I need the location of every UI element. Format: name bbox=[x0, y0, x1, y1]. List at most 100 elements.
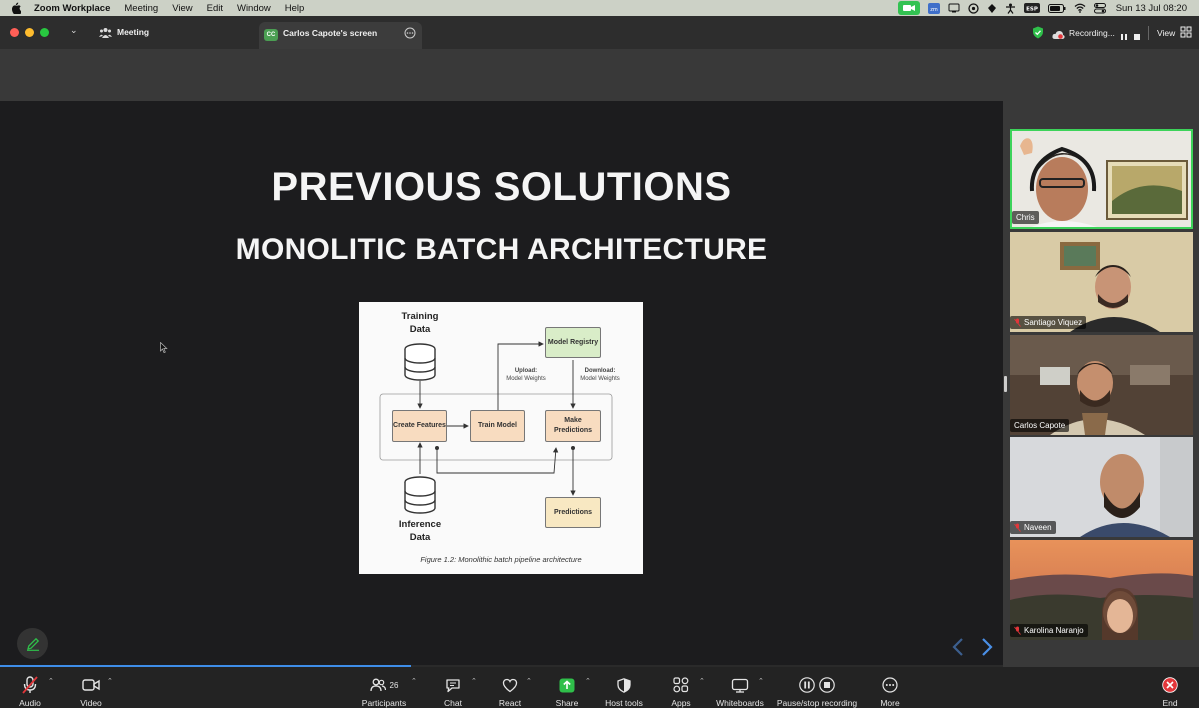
create-features-box: Create Features bbox=[392, 410, 447, 442]
pause-stop-recording-button[interactable]: Pause/stop recording bbox=[776, 667, 858, 708]
participant-name: Santiago Viquez bbox=[1024, 318, 1083, 327]
chat-button[interactable]: Chat bbox=[440, 667, 466, 708]
chevron-down-icon[interactable]: ⌄ bbox=[70, 25, 78, 35]
video-button[interactable]: Video bbox=[78, 667, 104, 708]
resize-handle[interactable] bbox=[1004, 376, 1007, 392]
apps-label: Apps bbox=[671, 698, 691, 708]
meeting-tab-label[interactable]: Meeting bbox=[117, 27, 150, 37]
svg-text:ESP: ESP bbox=[1026, 7, 1038, 13]
participant-tile-naveen[interactable]: Naveen bbox=[1010, 437, 1193, 537]
download-label: Download: bbox=[584, 368, 616, 374]
participants-count: 26 bbox=[389, 680, 399, 690]
screen-icon[interactable] bbox=[948, 3, 960, 13]
zoom-video-status-icon[interactable] bbox=[897, 1, 920, 15]
react-button[interactable]: React bbox=[496, 667, 524, 708]
react-label: React bbox=[498, 698, 522, 708]
next-page-arrow-icon[interactable] bbox=[981, 638, 993, 661]
video-options-caret[interactable]: ⌃ bbox=[107, 678, 113, 685]
microphone-muted-icon bbox=[22, 676, 38, 694]
heart-icon bbox=[502, 678, 518, 692]
menubar-clock[interactable]: Sun 13 Jul 08:20 bbox=[1115, 2, 1187, 14]
more-button[interactable]: More bbox=[878, 667, 902, 708]
audio-options-caret[interactable]: ⌃ bbox=[48, 678, 54, 685]
zoom-app-icon[interactable]: zm bbox=[927, 2, 940, 14]
security-shield-icon[interactable] bbox=[1032, 26, 1044, 44]
menu-help[interactable]: Help bbox=[284, 2, 305, 14]
maximize-window-button[interactable] bbox=[40, 28, 49, 37]
upload-sublabel: Model Weights bbox=[506, 376, 546, 382]
end-call-icon bbox=[1162, 677, 1178, 693]
stop-recording-icon[interactable] bbox=[1133, 28, 1141, 46]
close-window-button[interactable] bbox=[10, 28, 19, 37]
inference-database-icon bbox=[404, 476, 436, 514]
predictions-box: Predictions bbox=[545, 497, 601, 528]
participant-tile-karolina[interactable]: Karolina Naranjo bbox=[1010, 540, 1193, 640]
participant-video-naveen bbox=[1010, 437, 1193, 537]
pause-stop-recording-icon bbox=[799, 677, 835, 693]
chat-bubble-icon bbox=[446, 678, 460, 692]
react-options-caret[interactable]: ⌃ bbox=[526, 678, 532, 685]
share-screen-icon bbox=[559, 678, 575, 692]
share-options-caret[interactable]: ⌃ bbox=[585, 678, 591, 685]
shared-screen-tab[interactable]: CC Carlos Capote's screen bbox=[259, 22, 422, 49]
wifi-icon[interactable] bbox=[1074, 3, 1086, 13]
participant-name-tag: Chris bbox=[1012, 211, 1039, 224]
menu-view[interactable]: View bbox=[172, 2, 193, 14]
menu-edit[interactable]: Edit bbox=[206, 2, 223, 14]
annotate-button[interactable] bbox=[17, 628, 48, 659]
shared-screen-tab-title: Carlos Capote's screen bbox=[283, 28, 378, 38]
meeting-toolbar: Audio ⌃ Video ⌃ 26 Participants ⌃ Chat ⌃… bbox=[0, 667, 1199, 708]
share-button[interactable]: Share bbox=[553, 667, 581, 708]
svg-text:zm: zm bbox=[930, 7, 938, 13]
video-label: Video bbox=[80, 698, 102, 708]
chat-options-caret[interactable]: ⌃ bbox=[471, 678, 477, 685]
participants-button[interactable]: 26 Participants bbox=[360, 667, 408, 708]
host-shield-icon bbox=[617, 677, 631, 693]
menubar-app-name[interactable]: Zoom Workplace bbox=[34, 2, 111, 14]
slide-title: PREVIOUS SOLUTIONS bbox=[271, 165, 732, 209]
end-meeting-button[interactable]: End bbox=[1158, 667, 1182, 708]
menu-window[interactable]: Window bbox=[236, 2, 271, 14]
minimize-window-button[interactable] bbox=[25, 28, 34, 37]
participant-tile-chris[interactable]: Chris bbox=[1010, 129, 1193, 229]
accessibility-icon[interactable] bbox=[1005, 3, 1016, 14]
more-dots-icon bbox=[882, 677, 898, 693]
participants-options-caret[interactable]: ⌃ bbox=[411, 678, 417, 685]
participant-video-carlos bbox=[1010, 335, 1193, 435]
apps-options-caret[interactable]: ⌃ bbox=[699, 678, 705, 685]
apps-button[interactable]: Apps bbox=[668, 667, 694, 708]
whiteboard-icon bbox=[731, 678, 749, 693]
pencil-icon bbox=[26, 637, 39, 651]
participant-name: Chris bbox=[1016, 213, 1035, 222]
participant-tile-santiago[interactable]: Santiago Viquez bbox=[1010, 232, 1193, 332]
previous-page-arrow-icon[interactable] bbox=[952, 638, 964, 661]
participant-video-chris bbox=[1012, 131, 1191, 227]
mouse-cursor-icon bbox=[160, 340, 168, 358]
whiteboards-button[interactable]: Whiteboards bbox=[716, 667, 764, 708]
view-grid-icon[interactable] bbox=[1180, 25, 1192, 43]
location-icon[interactable] bbox=[987, 3, 997, 14]
participant-tile-carlos[interactable]: Carlos Capote bbox=[1010, 335, 1193, 435]
training-data-label-1: Training bbox=[401, 311, 439, 322]
view-menu-button[interactable]: View bbox=[1157, 28, 1176, 38]
input-source-icon[interactable]: ESP bbox=[1023, 3, 1040, 13]
host-tools-label: Host tools bbox=[605, 698, 643, 708]
host-tools-button[interactable]: Host tools bbox=[603, 667, 645, 708]
control-center-icon[interactable] bbox=[1093, 2, 1106, 14]
pause-recording-icon[interactable] bbox=[1120, 28, 1128, 46]
menu-meeting[interactable]: Meeting bbox=[124, 2, 159, 14]
whiteboards-options-caret[interactable]: ⌃ bbox=[758, 678, 764, 685]
battery-icon[interactable] bbox=[1047, 3, 1066, 13]
participant-name-tag: Karolina Naranjo bbox=[1010, 624, 1088, 637]
end-label: End bbox=[1162, 698, 1178, 708]
recording-status[interactable]: Recording... bbox=[1069, 28, 1115, 38]
apple-icon[interactable] bbox=[11, 2, 21, 14]
recording-cloud-icon bbox=[1052, 27, 1065, 45]
inference-data-label-2: Data bbox=[409, 532, 431, 543]
audio-button[interactable]: Audio bbox=[15, 667, 45, 708]
more-options-icon[interactable] bbox=[404, 26, 416, 44]
participant-name-tag: Santiago Viquez bbox=[1010, 316, 1087, 329]
participants-icon bbox=[369, 678, 386, 692]
training-data-label-2: Data bbox=[409, 324, 431, 335]
network-icon[interactable] bbox=[968, 2, 979, 14]
